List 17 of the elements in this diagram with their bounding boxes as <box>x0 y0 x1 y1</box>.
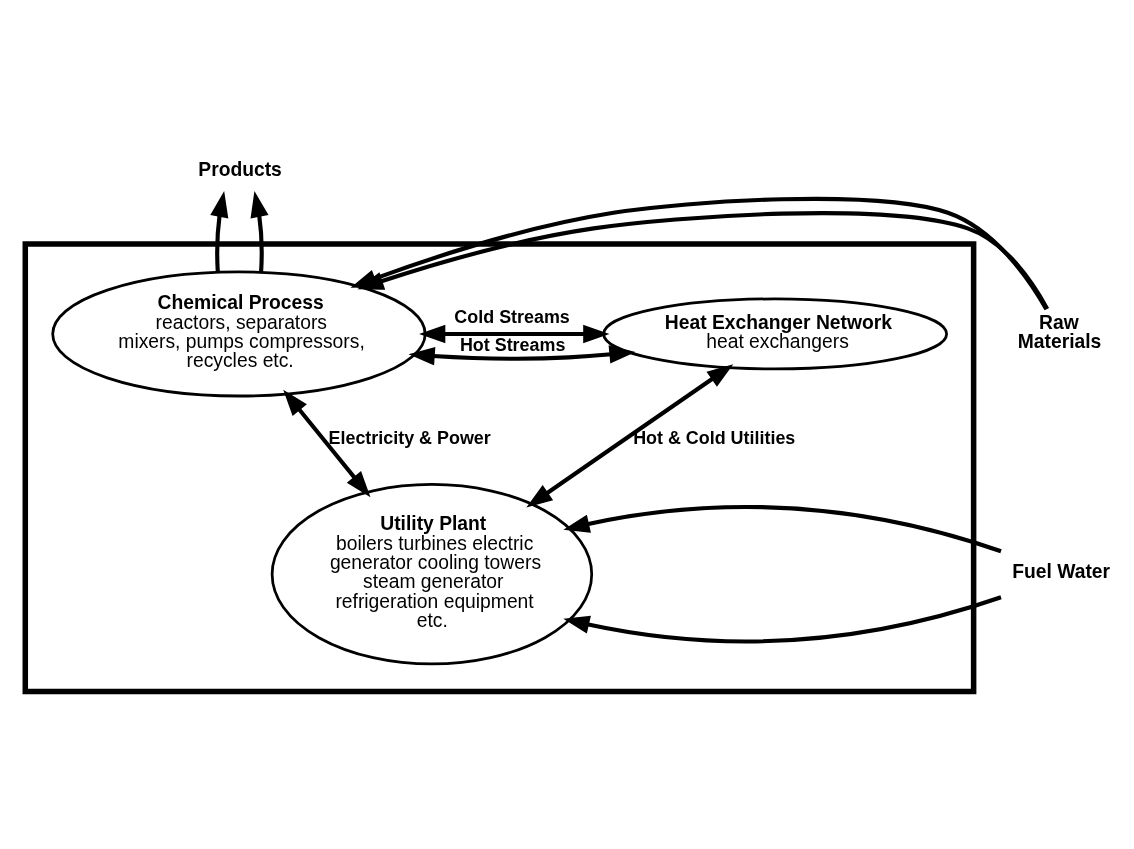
arrow <box>210 190 229 272</box>
arrow <box>526 363 734 507</box>
node-text: Fuel Water <box>1012 560 1111 582</box>
arrow <box>563 504 1002 553</box>
arrow <box>419 324 610 343</box>
node-ellipse: Heat Exchanger Network heat exchangers <box>602 297 948 370</box>
edge-label: Hot Streams <box>459 334 566 355</box>
arrow <box>283 389 371 497</box>
cluster <box>22 240 977 694</box>
arrow <box>250 190 269 272</box>
arrow <box>408 344 636 365</box>
arrow <box>563 594 1002 643</box>
node-text: Products <box>198 158 282 180</box>
edge-label: Cold Streams <box>454 306 570 327</box>
edge-label: Hot & Cold Utilities <box>633 427 796 448</box>
node-text: Raw Materials <box>1017 311 1102 352</box>
edge-label: Electricity & Power <box>328 427 491 448</box>
